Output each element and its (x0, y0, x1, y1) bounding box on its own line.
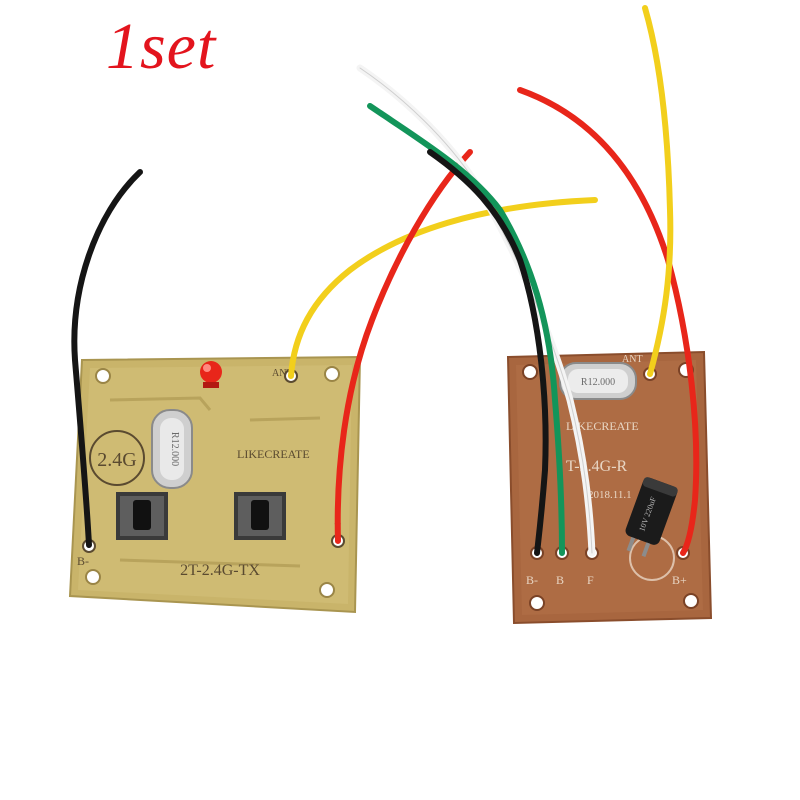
freq-badge-text: 2.4G (97, 449, 136, 471)
tx-button-right (234, 492, 286, 540)
rx-pin-b-minus: B- (526, 573, 538, 587)
rx-brand: LIKECREATE (566, 419, 639, 433)
tx-ant-label: ANT (272, 368, 293, 379)
tx-crystal: R12.000 (151, 409, 193, 489)
wire-red-tx (334, 149, 473, 544)
caption-1set: 1set (106, 10, 217, 83)
transmitter-board: 2.4G R12.000 LIKECREATE ANT 2T-2.4G-TX (68, 355, 362, 614)
tx-model: 2T-2.4G-TX (180, 562, 260, 579)
wire-yellow-rx (642, 5, 674, 377)
mount-hole (522, 364, 538, 380)
wire-green-rx (367, 103, 565, 556)
rx-date: 2018.11.1 (588, 489, 632, 501)
rx-ant-label: ANT (622, 354, 643, 365)
wire-yellow-tx (288, 197, 598, 379)
rx-model: T-2.4G-R (566, 458, 628, 475)
tx-led (200, 361, 222, 388)
freq-badge-ring (89, 430, 145, 486)
rx-crystal: R12.000 (559, 362, 637, 400)
mount-hole (529, 595, 545, 611)
svg-text:R12.000: R12.000 (169, 432, 180, 466)
mount-hole (324, 366, 340, 382)
rx-pin-b-plus: B+ (672, 573, 687, 587)
svg-text:R12.000: R12.000 (581, 377, 615, 388)
tx-button-left (116, 492, 168, 540)
rx-pin-f: F (587, 573, 594, 587)
tx-pin-minus: B- (77, 554, 89, 568)
mount-hole (319, 582, 335, 598)
wire-red-rx (517, 87, 700, 556)
wire-black-rx (427, 149, 549, 556)
mount-hole (683, 593, 699, 609)
receiver-board: R12.000 ANT LIKECREATE T-2.4G-R 2018.11.… (506, 350, 713, 625)
mount-hole (85, 569, 101, 585)
rx-pin-b: B (556, 573, 564, 587)
wires (71, 5, 700, 557)
rx-capacitor: 10V 220uF (625, 477, 678, 557)
mount-hole (95, 368, 111, 384)
wire-black-tx (71, 169, 143, 548)
tx-brand: LIKECREATE (237, 447, 310, 461)
